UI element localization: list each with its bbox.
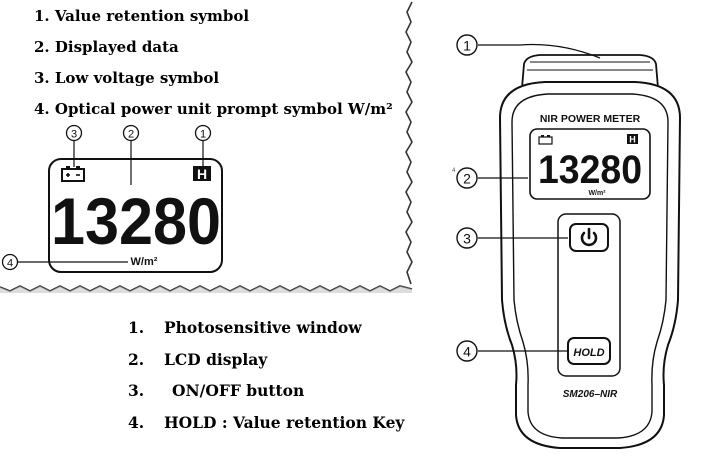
top-legend-item: 4. Optical power unit prompt symbol W/m² <box>34 100 393 118</box>
bottom-legend-num: 1. <box>128 318 145 337</box>
lcd-callout-3: 3 <box>65 124 83 142</box>
hold-button-label: HOLD <box>573 347 604 359</box>
bottom-legend-label: HOLD : Value retention Key <box>164 412 405 432</box>
bottom-legend-item: 4. HOLD : Value retention Key <box>128 411 404 443</box>
device-model: SM206–NIR <box>563 389 618 400</box>
battery-icon <box>61 166 85 182</box>
device-hold-symbol: H <box>629 135 636 145</box>
bottom-legend: 1. Photosensitive window 2. LCD display 3.… <box>128 316 404 442</box>
top-legend: 1. Value retention symbol 2. Displayed d… <box>34 4 393 128</box>
device: NIR POWER METER H 13280 W/m² HOLD SM <box>452 34 682 449</box>
bottom-legend-item: 2. LCD display <box>128 348 404 380</box>
hold-symbol: H <box>197 166 207 182</box>
svg-text:4: 4 <box>463 344 471 360</box>
lcd-zoom-frame <box>48 158 223 273</box>
svg-text:1: 1 <box>463 38 471 54</box>
lcd-callout-1: 1 <box>194 124 212 142</box>
top-legend-item: 2. Displayed data <box>34 38 179 56</box>
lcd-zoom-reading: 13280 <box>51 184 221 258</box>
svg-text:3: 3 <box>71 129 77 141</box>
device-hold-symbol-box <box>627 134 638 144</box>
hold-symbol-box <box>193 166 211 181</box>
device-callout-2: 2 <box>456 167 478 189</box>
device-callout-3: 3 <box>456 227 478 249</box>
power-button[interactable] <box>569 223 609 252</box>
device-title: NIR POWER METER <box>540 113 641 125</box>
bottom-legend-label: LCD display <box>164 349 268 369</box>
small-mark: 4 <box>452 168 456 174</box>
svg-text:1: 1 <box>200 129 206 141</box>
battery-icon <box>538 135 553 145</box>
lcd-callout-2: 2 <box>122 124 140 142</box>
top-legend-item: 3. Low voltage symbol <box>34 69 220 87</box>
bottom-legend-label: Photosensitive window <box>164 318 362 337</box>
bottom-legend-item: 1. Photosensitive window <box>128 316 404 348</box>
svg-text:2: 2 <box>463 171 471 187</box>
photosensitive-window <box>521 54 659 89</box>
hold-button[interactable]: HOLD <box>567 337 611 365</box>
svg-text:3: 3 <box>463 231 471 247</box>
device-body-inner <box>511 93 669 439</box>
device-lcd <box>529 128 651 200</box>
top-legend-item: 1. Value retention symbol <box>34 7 250 25</box>
device-unit: W/m² <box>588 190 606 197</box>
svg-text:4: 4 <box>7 258 13 270</box>
device-reading: 13280 <box>538 148 642 192</box>
torn-edge-right <box>405 1 413 285</box>
lcd-callout-4: 4 <box>1 253 19 271</box>
bottom-legend-num: 2. <box>128 349 145 369</box>
device-callout-1: 1 <box>456 34 478 56</box>
bottom-legend-num: 4. <box>128 412 145 432</box>
button-panel <box>557 213 621 377</box>
bottom-legend-label: ON/OFF button <box>172 381 305 400</box>
torn-edge-bottom-shade <box>0 286 412 293</box>
lcd-zoom-unit: W/m² <box>131 256 158 268</box>
device-callout-4: 4 <box>456 340 478 362</box>
lcd-zoom: H 13280 W/m² 3 2 1 4 <box>1 124 223 273</box>
bottom-legend-item: 3. ON/OFF button <box>128 379 404 411</box>
svg-text:2: 2 <box>128 129 134 141</box>
bottom-legend-num: 3. <box>128 381 145 400</box>
power-icon <box>580 227 598 247</box>
